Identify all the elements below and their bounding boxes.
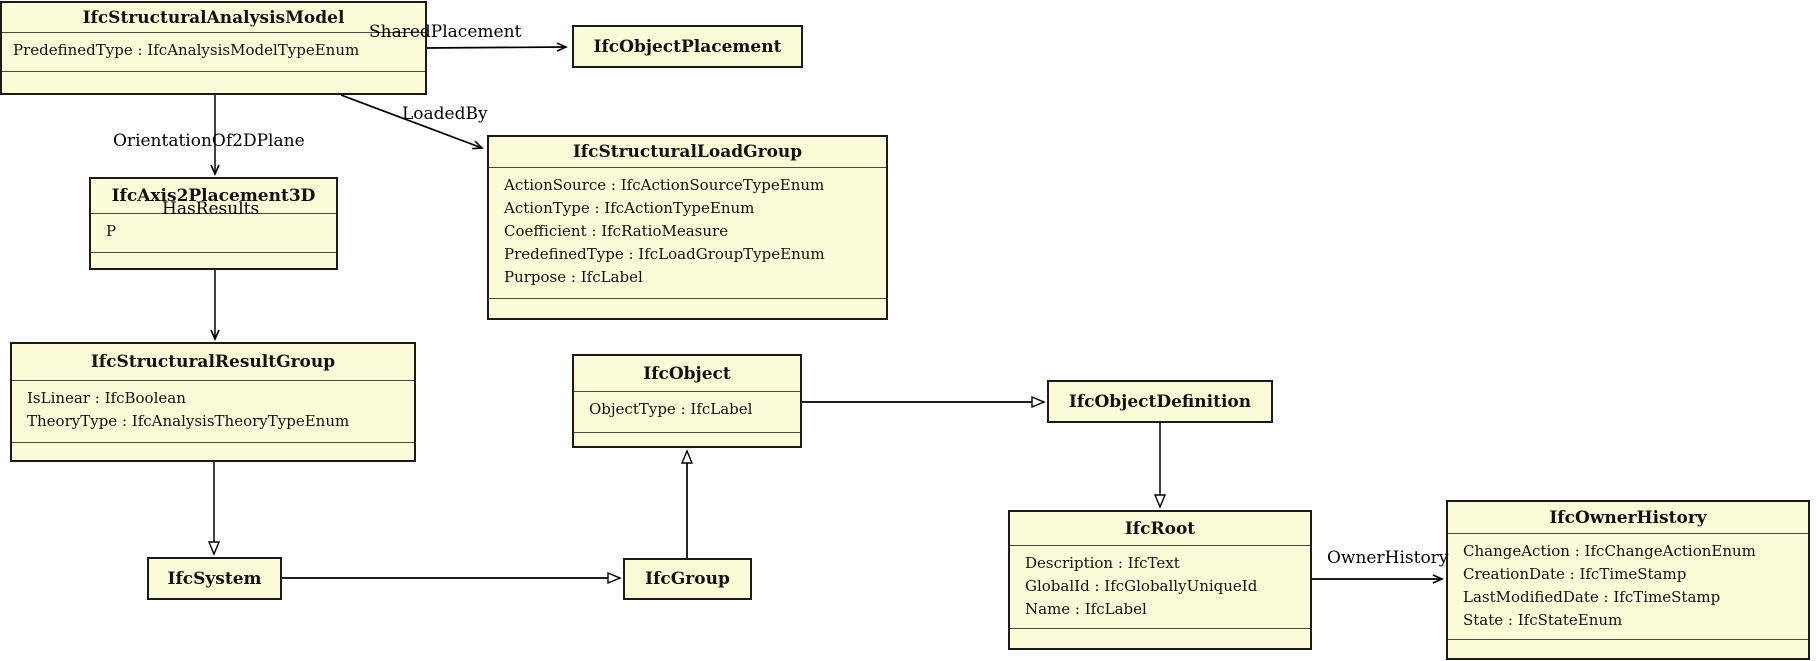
class-attributes: Description : IfcText GlobalId : IfcGlob… <box>1010 545 1310 628</box>
attribute: LastModifiedDate : IfcTimeStamp <box>1463 588 1721 606</box>
attribute: PredefinedType : IfcLoadGroupTypeEnum <box>504 245 825 263</box>
class-title: IfcStructuralResultGroup <box>90 352 336 372</box>
class-box-ifcstructuralresultgroup: IfcStructuralResultGroup IsLinear : IfcB… <box>10 342 416 462</box>
class-box-ifcaxis2placement3d: IfcAxis2Placement3D P <box>89 177 338 270</box>
edge-label-orientationof2dplane: OrientationOf2DPlane <box>113 131 305 151</box>
class-box-ifcstructuralloadgroup: IfcStructuralLoadGroup ActionSource : If… <box>487 135 888 320</box>
attribute: IsLinear : IfcBoolean <box>27 389 186 407</box>
attribute: Purpose : IfcLabel <box>504 268 643 286</box>
class-attributes: ChangeAction : IfcChangeActionEnum Creat… <box>1448 533 1808 639</box>
attribute: ChangeAction : IfcChangeActionEnum <box>1463 542 1756 560</box>
class-attributes: ObjectType : IfcLabel <box>574 391 800 432</box>
attribute: ActionType : IfcActionTypeEnum <box>504 199 755 217</box>
class-attributes: P <box>91 213 336 252</box>
attribute: Description : IfcText <box>1025 554 1180 572</box>
class-box-ifcobjectplacement: IfcObjectPlacement <box>572 25 803 68</box>
class-title: IfcSystem <box>167 568 262 589</box>
edge-label-loadedby: LoadedBy <box>402 104 488 124</box>
class-operations-empty <box>91 252 336 268</box>
class-title: IfcObject <box>643 363 731 384</box>
class-title: IfcAxis2Placement3D <box>111 186 316 206</box>
class-operations-empty <box>489 298 886 318</box>
class-title: IfcStructuralLoadGroup <box>572 142 803 162</box>
class-title: IfcObjectDefinition <box>1068 391 1252 412</box>
class-operations-empty <box>1010 628 1310 648</box>
class-title: IfcOwnerHistory <box>1549 507 1707 528</box>
class-operations-empty <box>1448 639 1808 658</box>
attribute: ActionSource : IfcActionSourceTypeEnum <box>504 176 825 194</box>
class-box-ifcsystem: IfcSystem <box>147 557 282 600</box>
class-title: IfcGroup <box>645 569 730 589</box>
class-attributes: PredefinedType : IfcAnalysisModelTypeEnu… <box>2 32 425 71</box>
class-operations-empty <box>2 71 425 93</box>
class-box-ifcgroup: IfcGroup <box>623 558 752 600</box>
attribute: TheoryType : IfcAnalysisTheoryTypeEnum <box>27 412 350 430</box>
edge-sharedplacement-line <box>426 42 568 52</box>
attribute: GlobalId : IfcGloballyUniqueId <box>1025 577 1258 595</box>
class-title: IfcStructuralAnalysisModel <box>82 7 345 28</box>
attribute: PredefinedType : IfcAnalysisModelTypeEnu… <box>13 41 360 59</box>
attribute: Name : IfcLabel <box>1025 600 1147 618</box>
class-title: IfcRoot <box>1124 518 1196 539</box>
attribute: CreationDate : IfcTimeStamp <box>1463 565 1687 583</box>
edge-label-hasresults: HasResults <box>162 199 260 219</box>
class-title: IfcObjectPlacement <box>593 36 782 57</box>
class-box-ifcobject: IfcObject ObjectType : IfcLabel <box>572 354 802 448</box>
class-operations-empty <box>574 432 800 446</box>
edge-label-sharedplacement: SharedPlacement <box>369 22 522 42</box>
class-attributes: IsLinear : IfcBoolean TheoryType : IfcAn… <box>12 380 414 442</box>
attribute: State : IfcStateEnum <box>1463 611 1623 629</box>
attribute: P <box>106 222 117 240</box>
class-attributes: ActionSource : IfcActionSourceTypeEnum A… <box>489 167 886 298</box>
class-box-ifcstructuralanalysismodel: IfcStructuralAnalysisModel PredefinedTyp… <box>0 1 427 95</box>
class-box-ifcobjectdefinition: IfcObjectDefinition <box>1047 380 1273 423</box>
edge-label-ownerhistory: OwnerHistory <box>1327 548 1449 568</box>
class-box-ifcroot: IfcRoot Description : IfcText GlobalId :… <box>1008 510 1312 650</box>
class-box-ifcownerhistory: IfcOwnerHistory ChangeAction : IfcChange… <box>1446 500 1810 660</box>
attribute: ObjectType : IfcLabel <box>589 400 753 418</box>
attribute: Coefficient : IfcRatioMeasure <box>504 222 729 240</box>
class-operations-empty <box>12 442 414 460</box>
